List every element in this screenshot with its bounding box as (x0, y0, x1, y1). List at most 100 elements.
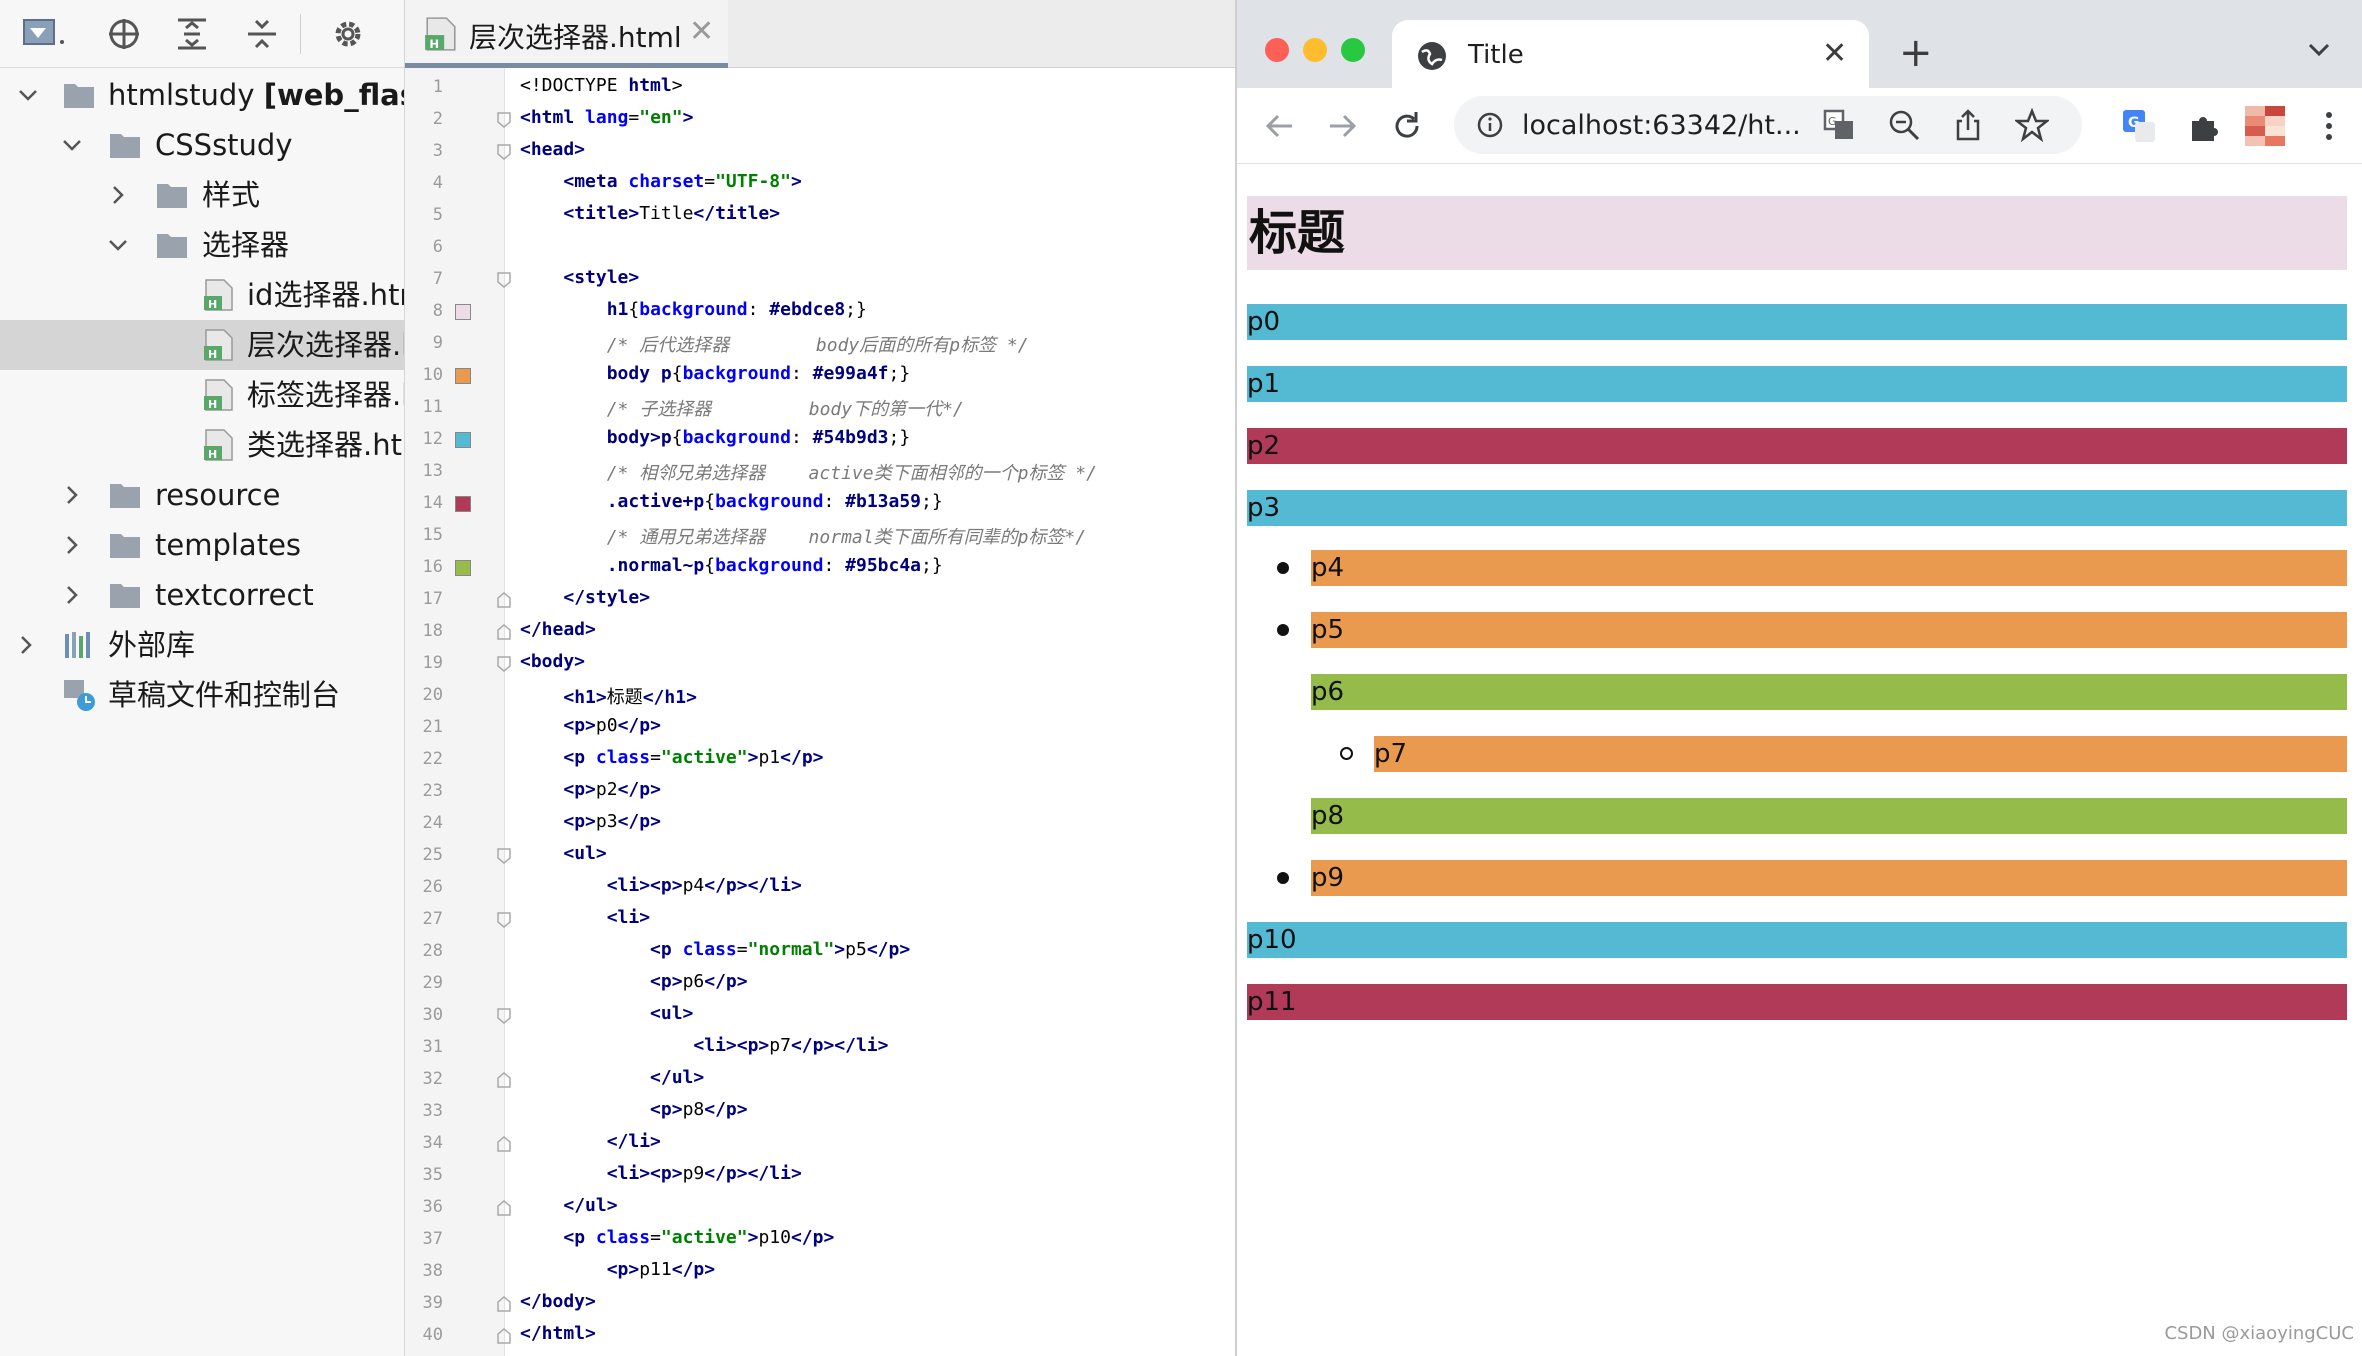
chevron-down-icon[interactable] (106, 233, 130, 257)
translate-icon[interactable]: G (1819, 105, 1859, 145)
tree-item-label: textcorrect (155, 578, 314, 612)
paragraph-p6: p6 (1311, 674, 2347, 710)
line-number: 5 (432, 205, 443, 225)
locate-file-icon[interactable] (102, 12, 146, 56)
tree-item-label: templates (155, 528, 302, 562)
code-line: 13 /* 相邻兄弟选择器 active类下面相邻的一个p标签 */ (405, 456, 1235, 488)
html-file-icon: H (204, 329, 233, 361)
fold-icon[interactable] (497, 272, 511, 288)
tree-item-resource[interactable]: resource (0, 470, 404, 520)
fold-icon[interactable] (497, 848, 511, 864)
chevron-right-icon[interactable] (106, 183, 130, 207)
close-window-button[interactable] (1265, 38, 1289, 62)
maximize-window-button[interactable] (1341, 38, 1365, 62)
fold-icon[interactable] (497, 624, 511, 640)
reload-icon[interactable] (1387, 106, 1427, 146)
code-line: 10 body p{background: #e99a4f;} (405, 360, 1235, 392)
list-circle-bullet (1340, 747, 1353, 760)
tree-item-styles[interactable]: 样式 (0, 170, 404, 220)
editor-tab[interactable]: H 层次选择器.html ✕ (405, 0, 728, 68)
line-number: 7 (432, 269, 443, 289)
chevron-right-icon[interactable] (60, 533, 84, 557)
color-swatch[interactable] (455, 432, 471, 448)
code-editor[interactable]: H 层次选择器.html ✕ 1<!DOCTYPE html> 2<html l… (405, 0, 1237, 1356)
color-swatch[interactable] (455, 368, 471, 384)
address-bar[interactable]: localhost:63342/ht... G (1454, 96, 2082, 154)
code-line: 30 <ul> (405, 1000, 1235, 1032)
tree-item-templates[interactable]: templates (0, 520, 404, 570)
more-menu-icon[interactable] (2309, 106, 2349, 146)
tree-item-cssstudy[interactable]: CSSstudy (0, 120, 404, 170)
fold-icon[interactable] (497, 1296, 511, 1312)
google-translate-extension-icon[interactable]: G (2119, 106, 2159, 146)
color-swatch[interactable] (455, 304, 471, 320)
gear-icon[interactable] (326, 12, 370, 56)
fold-icon[interactable] (497, 1008, 511, 1024)
svg-text:H: H (208, 348, 217, 361)
tree-item-label: id选择器.htr (247, 278, 405, 312)
share-icon[interactable] (1948, 105, 1988, 145)
bookmark-star-icon[interactable] (2012, 105, 2052, 145)
fold-icon[interactable] (497, 656, 511, 672)
code-line: 24 <p>p3</p> (405, 808, 1235, 840)
browser-tab-title: Title (1468, 40, 1524, 70)
expand-all-icon[interactable] (170, 12, 214, 56)
chevron-right-icon[interactable] (14, 633, 38, 657)
globe-icon (1418, 42, 1446, 70)
folder-icon (110, 584, 140, 608)
fold-icon[interactable] (497, 144, 511, 160)
info-icon[interactable] (1476, 111, 1504, 139)
chevron-right-icon[interactable] (60, 483, 84, 507)
fold-icon[interactable] (497, 912, 511, 928)
chevron-down-icon[interactable] (16, 83, 40, 107)
paragraph-p7: p7 (1374, 736, 2347, 772)
new-tab-button[interactable]: + (1899, 30, 1933, 76)
color-swatch[interactable] (455, 496, 471, 512)
extensions-puzzle-icon[interactable] (2185, 106, 2225, 146)
code-line: 32 </ul> (405, 1064, 1235, 1096)
tree-item-textcorrect[interactable]: textcorrect (0, 570, 404, 620)
tree-item-file[interactable]: H id选择器.htr (0, 270, 405, 320)
code-line: 9 /* 后代选择器 body后面的所有p标签 */ (405, 328, 1235, 360)
project-view-dropdown-icon[interactable] (22, 12, 66, 56)
code-line: 40</html> (405, 1320, 1235, 1352)
chevron-right-icon[interactable] (60, 583, 84, 607)
zoom-out-icon[interactable] (1884, 105, 1924, 145)
back-arrow-icon[interactable] (1259, 106, 1299, 146)
folder-icon (110, 484, 140, 508)
line-number: 31 (422, 1037, 443, 1057)
library-icon (65, 632, 90, 658)
forward-arrow-icon[interactable] (1323, 106, 1363, 146)
tree-item-file[interactable]: H 标签选择器.h (0, 370, 404, 420)
close-icon[interactable]: ✕ (1822, 36, 1848, 71)
fold-icon[interactable] (497, 592, 511, 608)
tree-item-label: 草稿文件和控制台 (108, 678, 341, 712)
code-line: 38 <p>p11</p> (405, 1256, 1235, 1288)
tree-item-htmlstudy[interactable]: htmlstudy [web_flask (0, 70, 404, 120)
color-swatch[interactable] (455, 560, 471, 576)
line-number: 21 (422, 717, 443, 737)
code-line: 28 <p class="normal">p5</p> (405, 936, 1235, 968)
tree-item-selectors[interactable]: 选择器 (0, 220, 404, 270)
collapse-all-icon[interactable] (240, 12, 284, 56)
fold-icon[interactable] (497, 1328, 511, 1344)
tree-item-file-selected[interactable]: H 层次选择器.h (0, 320, 404, 370)
browser-tab-strip: Title ✕ + (1237, 0, 2362, 90)
browser-tab[interactable]: Title ✕ (1392, 20, 1869, 90)
chevron-down-icon[interactable] (2305, 36, 2333, 64)
tree-item-scratches[interactable]: 草稿文件和控制台 (0, 670, 404, 720)
fold-icon[interactable] (497, 112, 511, 128)
fold-icon[interactable] (497, 1200, 511, 1216)
minimize-window-button[interactable] (1303, 38, 1327, 62)
chevron-down-icon[interactable] (60, 133, 84, 157)
paragraph-p9: p9 (1311, 860, 2347, 896)
close-icon[interactable]: ✕ (689, 14, 715, 49)
fold-icon[interactable] (497, 1136, 511, 1152)
profile-avatar[interactable] (2245, 106, 2285, 146)
tree-item-file[interactable]: H 类选择器.htr (0, 420, 404, 470)
fold-icon[interactable] (497, 1072, 511, 1088)
line-number: 4 (432, 173, 443, 193)
code-line: 34 </li> (405, 1128, 1235, 1160)
tree-item-external-libraries[interactable]: 外部库 (0, 620, 404, 670)
list-bullet (1277, 562, 1289, 574)
